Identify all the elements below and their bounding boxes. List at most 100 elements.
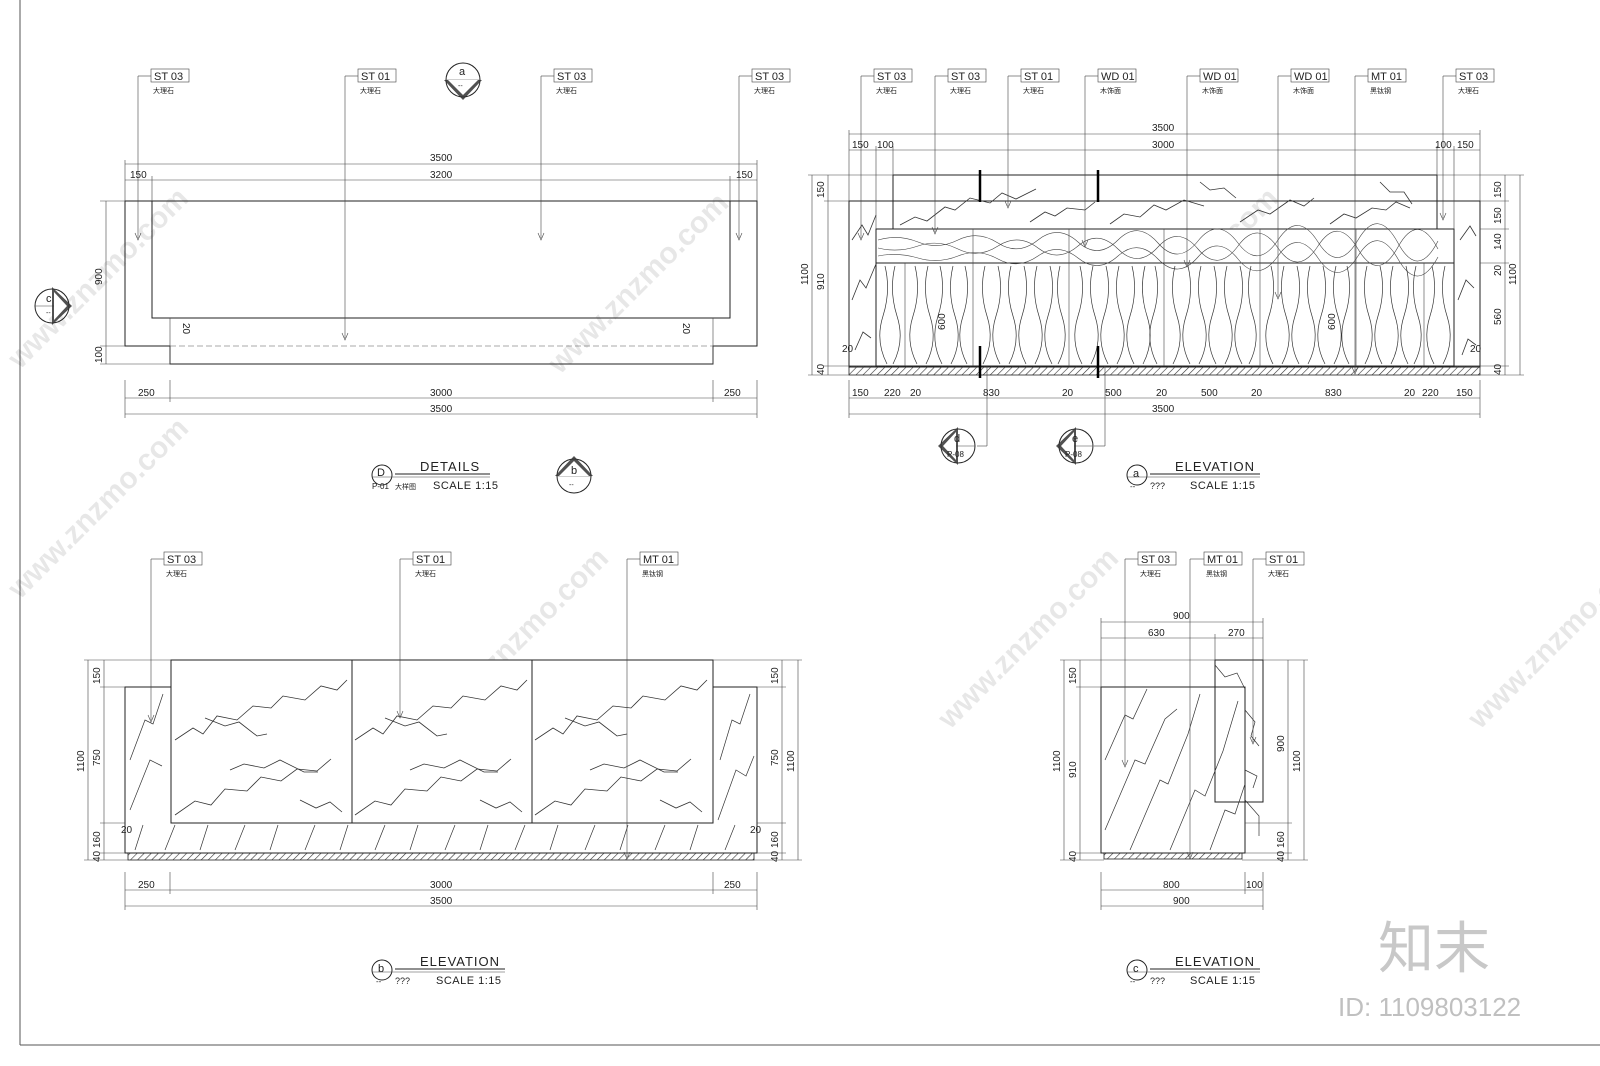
- svg-text:150: 150: [736, 170, 753, 181]
- svg-text:--: --: [46, 310, 51, 317]
- svg-text:MT 01: MT 01: [643, 554, 674, 566]
- svg-text:MT 01: MT 01: [1207, 554, 1238, 566]
- brand-logo: 知末: [1378, 917, 1490, 982]
- svg-text:--: --: [376, 977, 382, 986]
- svg-text:750: 750: [92, 749, 103, 766]
- dimension-chain-left: 150 1100 910 20 40: [800, 174, 893, 376]
- svg-text:800: 800: [1163, 880, 1180, 891]
- svg-text:1100: 1100: [76, 750, 87, 772]
- svg-text:大理石: 大理石: [556, 86, 577, 95]
- brand-id: ID: 1109803122: [1338, 992, 1521, 1022]
- svg-text:40: 40: [1276, 850, 1287, 862]
- view-a-elevation: ST 03 大理石 ST 03 大理石 ST 01 大理石 WD 01 木饰面: [800, 68, 1524, 492]
- svg-text:150: 150: [1068, 667, 1079, 684]
- dimension-chain-left: 900 100: [94, 200, 170, 365]
- svg-text:20: 20: [1470, 344, 1482, 355]
- svg-text:150: 150: [816, 181, 827, 198]
- dimension-chain-right: 900 1100 160 40: [1242, 659, 1308, 862]
- svg-text:220: 220: [1422, 388, 1439, 399]
- svg-text:木饰面: 木饰面: [1100, 86, 1121, 95]
- svg-text:40: 40: [1493, 363, 1504, 375]
- svg-text:910: 910: [1068, 761, 1079, 778]
- svg-text:DETAILS: DETAILS: [420, 459, 480, 474]
- dimension-chain-bottom: 250 3000 250 3500: [124, 872, 758, 910]
- material-tag: ST 03 大理石: [1121, 551, 1177, 768]
- section-marker-a[interactable]: a --: [444, 62, 482, 100]
- view-b-elevation: ST 03 大理石 ST 01 大理石 MT 01 黑钛钢: [76, 551, 802, 987]
- dimension-chain-top: 3500 150 3200 150: [124, 153, 758, 201]
- svg-text:ST 01: ST 01: [1024, 71, 1053, 83]
- svg-text:ST 01: ST 01: [1269, 554, 1298, 566]
- detail-callout-d[interactable]: d P-08: [938, 366, 988, 465]
- section-marker-b[interactable]: b --: [555, 456, 593, 494]
- svg-text:150: 150: [1493, 181, 1504, 198]
- material-tag: MT 01 黑钛钢: [1351, 68, 1407, 375]
- dimension-chain-bottom: 150 220 20 830 20 500 20 500 20 830 20 2…: [848, 380, 1481, 418]
- dimension-chain-bottom: 250 3000 250 3500: [124, 380, 758, 418]
- svg-text:100: 100: [1246, 880, 1263, 891]
- svg-text:500: 500: [1201, 388, 1218, 399]
- svg-text:WD 01: WD 01: [1203, 71, 1237, 83]
- dimension-chain-top: 900 630 270: [1100, 611, 1264, 687]
- svg-text:b: b: [378, 963, 384, 975]
- svg-text:ST 03: ST 03: [951, 71, 980, 83]
- svg-text:900: 900: [94, 268, 105, 285]
- svg-text:???: ???: [1150, 976, 1165, 986]
- svg-text:c: c: [1133, 963, 1139, 975]
- dimension-chain-right: 150 150 140 20 560 1100 20 40: [1437, 174, 1524, 376]
- svg-text:d: d: [954, 433, 960, 445]
- svg-text:40: 40: [92, 850, 103, 862]
- material-tag: ST 03 大理石: [537, 68, 593, 241]
- material-tag: ST 03 大理石: [931, 68, 987, 235]
- dim-label: 20: [680, 323, 691, 335]
- svg-text:ST 03: ST 03: [877, 71, 906, 83]
- svg-text:560: 560: [1493, 308, 1504, 325]
- svg-text:150: 150: [1456, 388, 1473, 399]
- svg-text:ST 03: ST 03: [755, 71, 784, 83]
- watermark-text: www.znzmo.com: [1461, 542, 1600, 736]
- dim-label: 600: [1327, 313, 1338, 330]
- counter-top-marble: [892, 174, 1438, 230]
- svg-text:3000: 3000: [1152, 140, 1175, 151]
- svg-text:黑钛钢: 黑钛钢: [1206, 569, 1227, 578]
- svg-text:900: 900: [1276, 735, 1287, 752]
- svg-text:160: 160: [770, 831, 781, 848]
- svg-text:20: 20: [121, 825, 133, 836]
- metal-plinth: [848, 365, 1481, 376]
- svg-text:e: e: [1072, 433, 1078, 445]
- section-marker-c[interactable]: c --: [34, 287, 72, 325]
- svg-text:150: 150: [92, 667, 103, 684]
- svg-text:黑钛钢: 黑钛钢: [642, 569, 663, 578]
- svg-text:150: 150: [852, 388, 869, 399]
- svg-text:630: 630: [1148, 628, 1165, 639]
- detail-callout-e[interactable]: e P-08: [1056, 366, 1106, 465]
- svg-text:20: 20: [842, 344, 854, 355]
- svg-text:20: 20: [1062, 388, 1074, 399]
- svg-text:1100: 1100: [1052, 750, 1063, 772]
- svg-text:1100: 1100: [1508, 263, 1519, 285]
- svg-text:???: ???: [395, 976, 410, 986]
- material-tag: ST 01 大理石: [1249, 551, 1305, 745]
- svg-text:大理石: 大理石: [1268, 569, 1289, 578]
- svg-text:c: c: [46, 293, 52, 305]
- svg-text:MT 01: MT 01: [1371, 71, 1402, 83]
- dimension-chain-right: 150 750 1100 160 40 20: [713, 659, 802, 862]
- svg-text:大理石: 大理石: [415, 569, 436, 578]
- watermark-text: www.znzmo.com: [931, 542, 1125, 736]
- svg-text:P-08: P-08: [947, 450, 964, 459]
- svg-text:b: b: [571, 465, 577, 477]
- svg-text:40: 40: [770, 850, 781, 862]
- svg-text:ELEVATION: ELEVATION: [1175, 459, 1255, 474]
- material-tag: ST 01 大理石: [341, 68, 397, 341]
- svg-text:P-08: P-08: [1065, 450, 1082, 459]
- svg-text:20: 20: [1251, 388, 1263, 399]
- svg-text:a: a: [1133, 468, 1140, 480]
- svg-text:250: 250: [138, 388, 155, 399]
- svg-text:3500: 3500: [430, 896, 453, 907]
- svg-text:830: 830: [1325, 388, 1342, 399]
- metal-plinth: [1103, 852, 1243, 860]
- svg-text:大理石: 大理石: [876, 86, 897, 95]
- svg-text:ST 03: ST 03: [167, 554, 196, 566]
- material-tag: MT 01 黑钛钢: [623, 551, 679, 860]
